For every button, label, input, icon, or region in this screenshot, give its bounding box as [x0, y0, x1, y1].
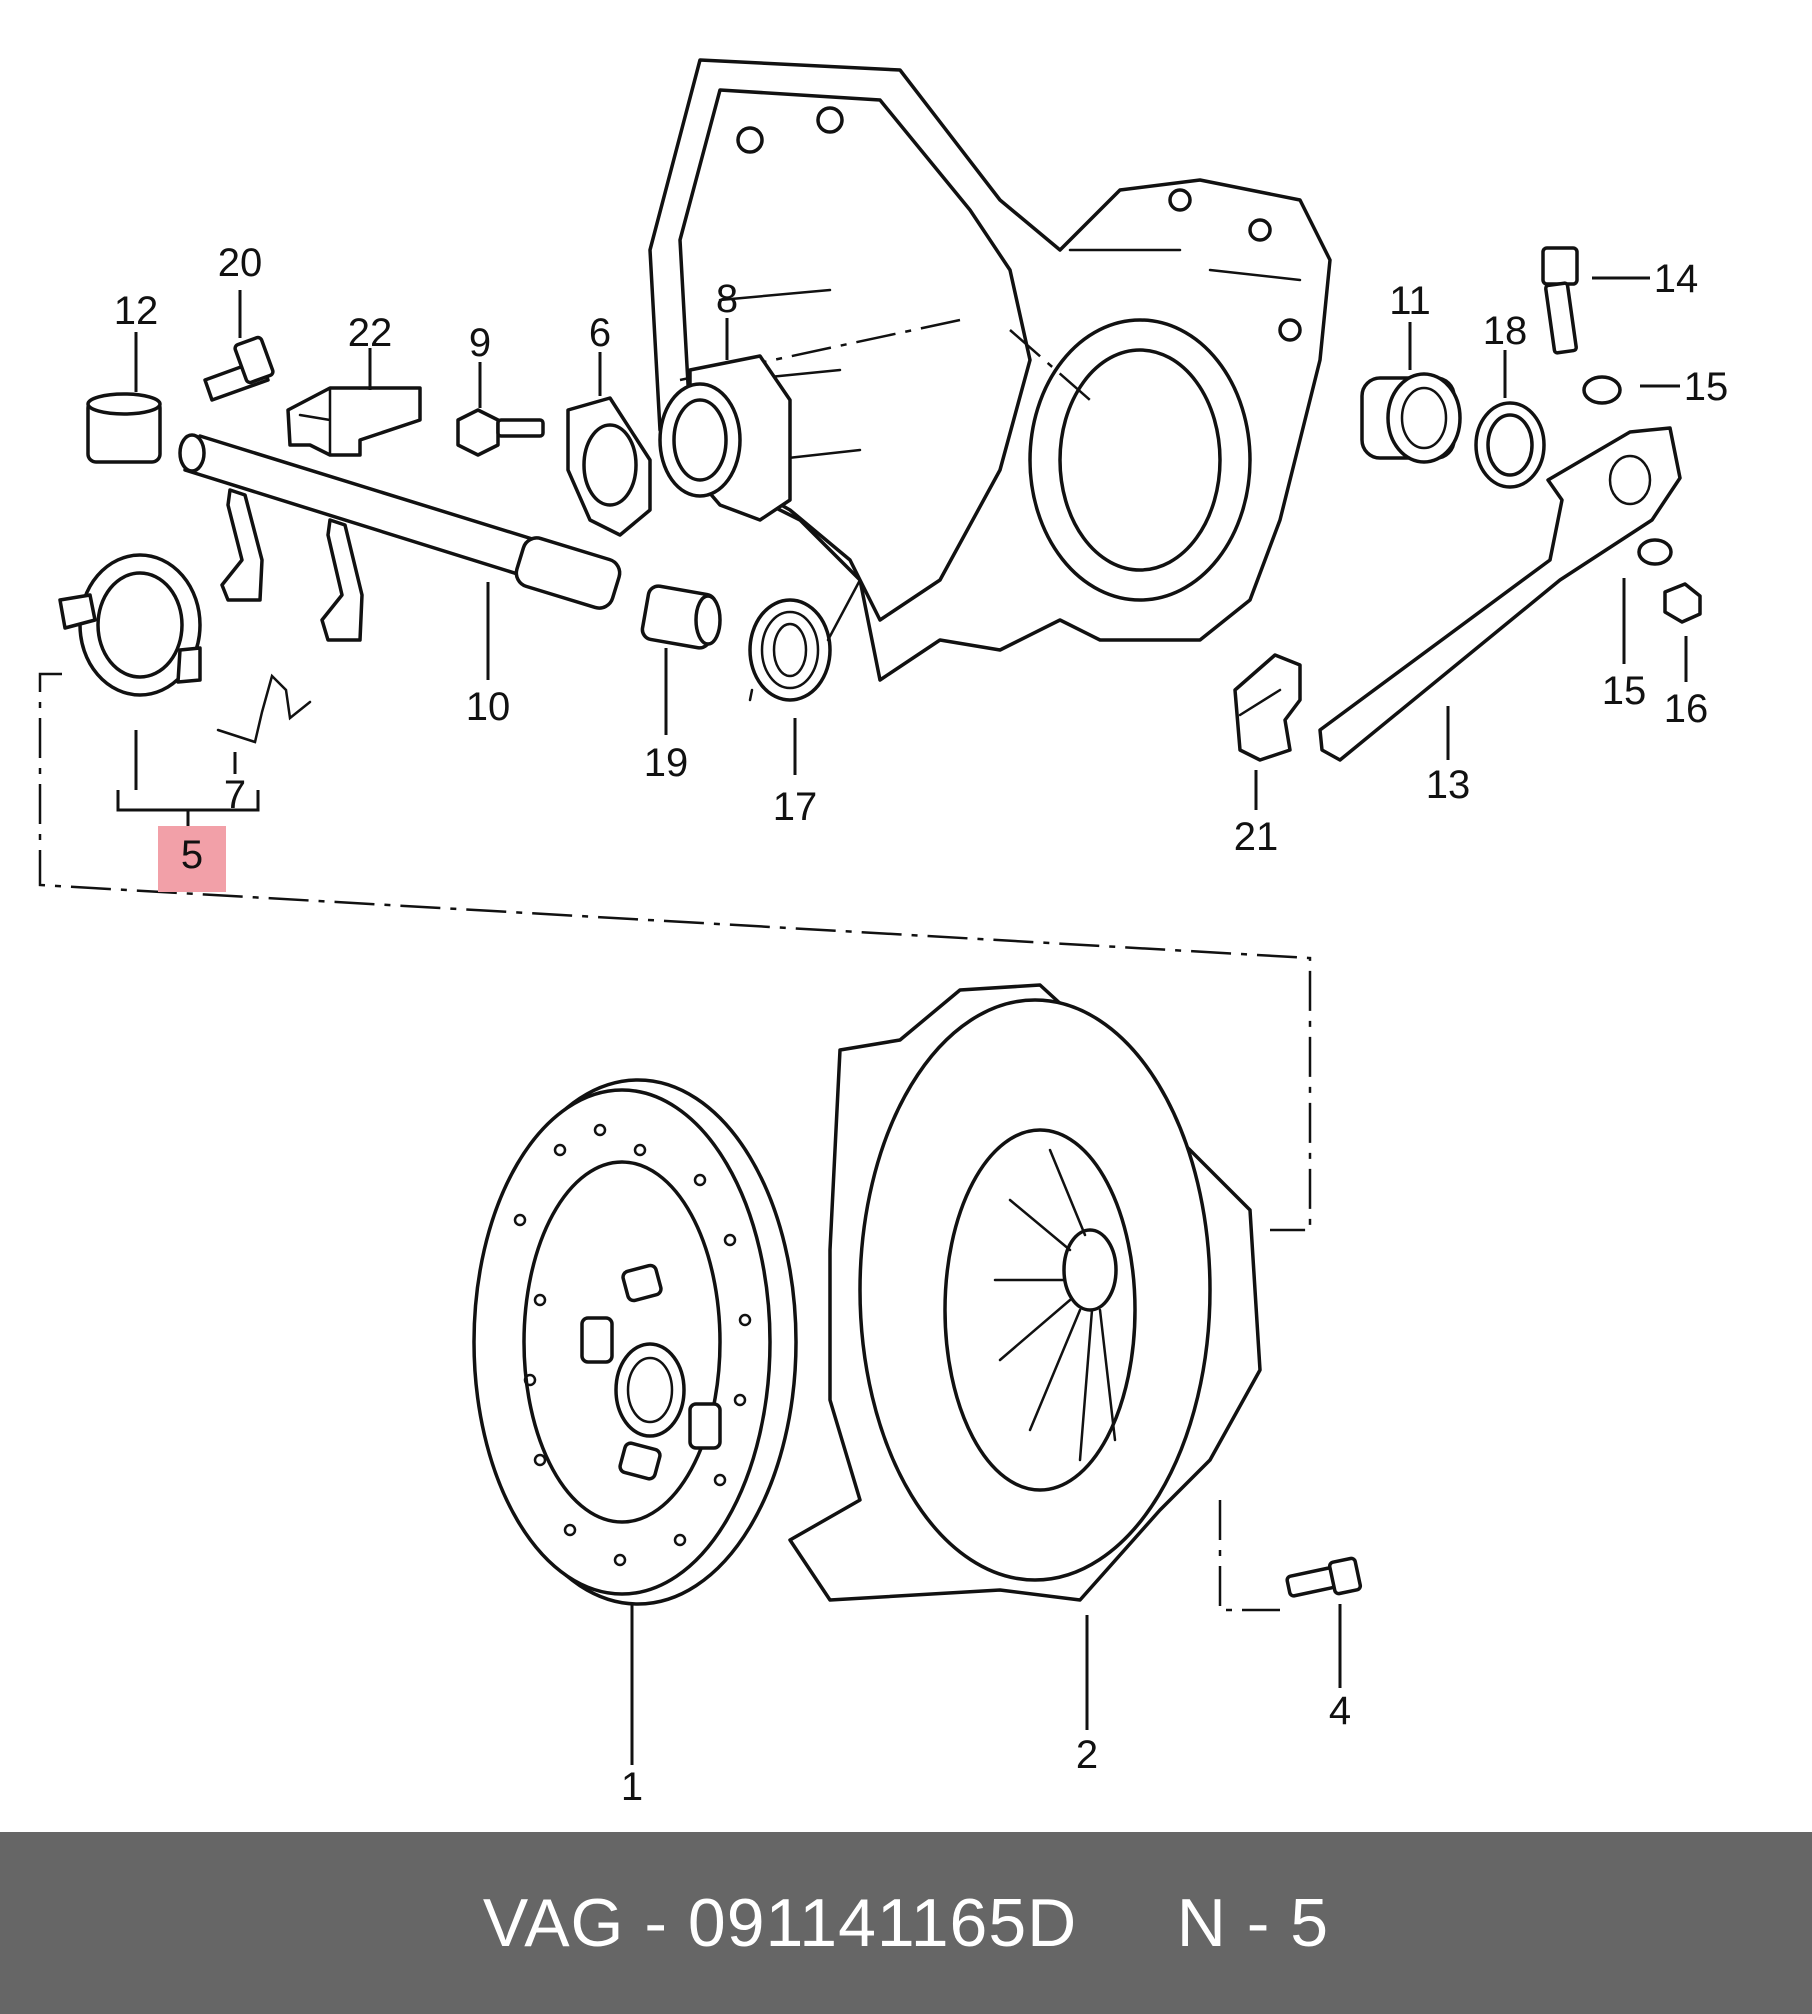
callout-1: 1: [621, 1765, 643, 1809]
callout-15-lower: 15: [1602, 669, 1647, 713]
part-20-bolt: [203, 290, 275, 402]
callout-10: 10: [466, 685, 511, 729]
callout-11: 11: [1389, 279, 1431, 323]
part-7-spring-clip: [216, 673, 312, 774]
callout-7: 7: [224, 773, 246, 817]
part-2-pressure-plate: [788, 983, 1262, 1730]
assembly-line: [38, 672, 1312, 1232]
callout-13: 13: [1426, 763, 1471, 807]
part-9-bolt: [456, 362, 545, 457]
callout-9: 9: [469, 321, 491, 365]
separator: -: [624, 1885, 688, 1961]
part-21-bracket: [1233, 653, 1302, 810]
diagram-canvas: 1 2 4 5 6 7 8 9 10 11 12 13 14 15 15 16 …: [38, 58, 1729, 1809]
callout-22: 22: [348, 311, 393, 355]
part-15-washer-lower: [1622, 538, 1673, 664]
part-11-bearing: [1360, 322, 1462, 464]
part-17-torsion-spring: [748, 578, 862, 775]
callout-16: 16: [1664, 687, 1709, 731]
spacer: [1077, 1885, 1176, 1961]
part-number-footer: VAG - 091141165D N - 5: [0, 1832, 1812, 2014]
part-18-circlip: [1474, 350, 1546, 489]
callout-6: 6: [589, 311, 611, 355]
part-6-gasket: [566, 352, 652, 537]
callout-4: 4: [1329, 1689, 1351, 1733]
callout-12: 12: [114, 289, 159, 333]
part-12-bush: [86, 332, 162, 464]
callout-20: 20: [218, 241, 263, 285]
part-15-washer-upper: [1582, 375, 1680, 405]
position-label: N - 5: [1176, 1885, 1330, 1961]
callout-18: 18: [1483, 309, 1528, 353]
part-19-bush: [640, 584, 722, 735]
part-1-clutch-disc: [472, 1078, 798, 1765]
callout-8: 8: [716, 277, 738, 321]
callout-19: 19: [644, 741, 689, 785]
callout-2: 2: [1076, 1733, 1098, 1777]
callout-14: 14: [1654, 257, 1699, 301]
part-8-guide-sleeve: [658, 318, 792, 522]
part-4-bolt: [1218, 1500, 1363, 1688]
part-16-nut: [1663, 582, 1702, 682]
part-22-guide: [286, 348, 422, 457]
callout-5-highlight: [158, 826, 226, 892]
part-10-release-shaft: [178, 433, 622, 680]
part-5-release-bearing: [58, 553, 260, 826]
brand-label: VAG: [482, 1885, 625, 1961]
footer-caption: VAG - 091141165D N - 5: [483, 1884, 1329, 1962]
callout-5: 5: [181, 833, 203, 877]
callout-21: 21: [1234, 815, 1279, 859]
callout-15-upper: 15: [1684, 365, 1729, 409]
part-14-bolt: [1541, 246, 1650, 355]
callout-17: 17: [773, 785, 818, 829]
part-13-clutch-lever: [1318, 426, 1682, 762]
exploded-parts-diagram: 1 2 4 5 6 7 8 9 10 11 12 13 14 15 15 16 …: [38, 58, 1729, 1809]
part-number: 091141165D: [687, 1885, 1078, 1961]
